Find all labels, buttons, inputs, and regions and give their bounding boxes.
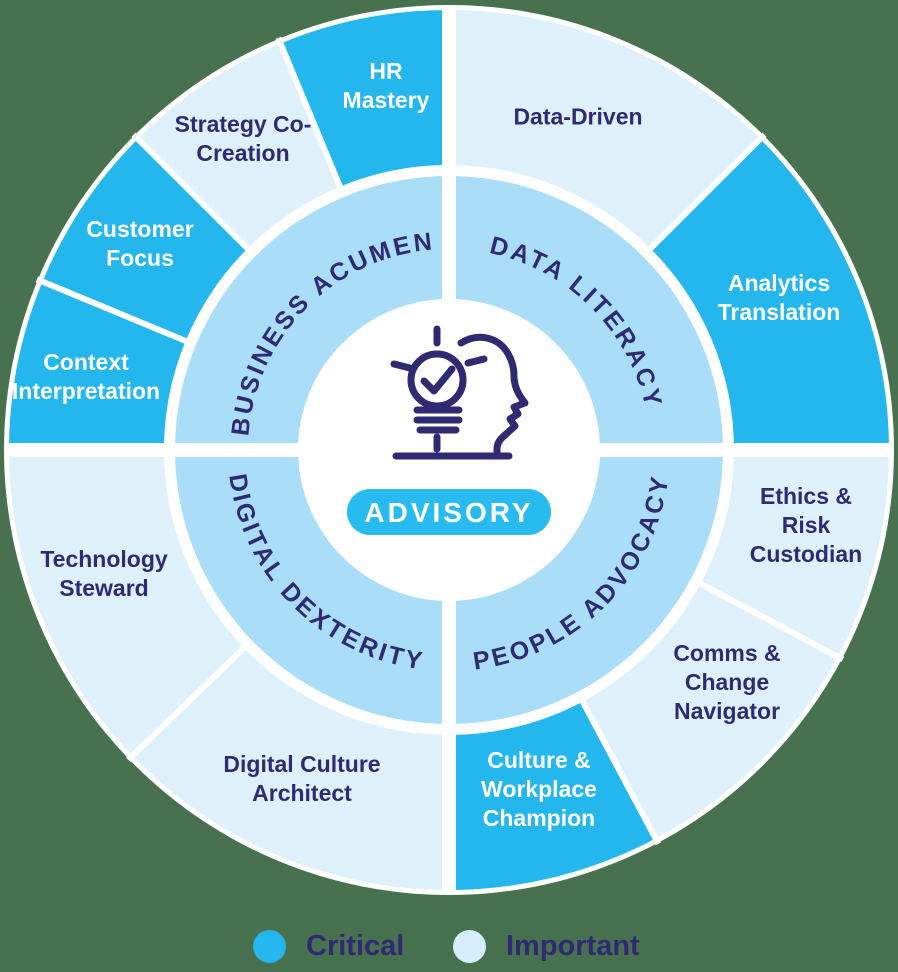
legend-dot-important-icon bbox=[453, 930, 486, 963]
segment-comms-change-navigator bbox=[582, 583, 838, 839]
legend: Critical Important bbox=[0, 930, 898, 970]
legend-label-important: Important bbox=[506, 930, 640, 962]
outer-ring-segments bbox=[8, 10, 890, 891]
segment-label-digital-culture-architect: Digital Culture Architect bbox=[223, 750, 381, 806]
segment-divider bbox=[126, 643, 249, 762]
advisory-pill-label: ADVISORY bbox=[364, 497, 533, 528]
segment-dividers bbox=[35, 36, 845, 846]
segment-label-culture-workplace-champion: Culture & Workplace Champion bbox=[481, 747, 597, 832]
segment-digital-culture-architect bbox=[132, 648, 449, 890]
quadrant-dividers bbox=[8, 9, 890, 891]
legend-dot-critical-icon bbox=[253, 930, 286, 963]
segment-label-technology-steward: Technology Steward bbox=[40, 545, 168, 601]
segment-label-context-interpretation: Context Interpretation bbox=[11, 348, 161, 404]
segment-strategy-co-creation bbox=[137, 43, 340, 249]
segment-label-analytics-translation: Analytics Translation bbox=[717, 269, 841, 325]
segment-label-strategy-co-creation: Strategy Co-Creation bbox=[174, 110, 312, 166]
segment-label-data-driven: Data-Driven bbox=[513, 103, 643, 130]
legend-label-critical: Critical bbox=[306, 930, 405, 962]
segment-analytics-translation bbox=[650, 138, 889, 450]
segment-divider bbox=[131, 132, 253, 254]
wheel-svg: BUSINESS ACUMEN DATA LITERACY DIGITAL DE… bbox=[4, 5, 894, 895]
segment-data-driven bbox=[449, 10, 761, 249]
segment-customer-focus bbox=[42, 138, 248, 341]
segment-label-ethics-risk-custodian: Ethics & Risk Custodian bbox=[749, 483, 863, 568]
segment-label-hr-mastery: HR Mastery bbox=[342, 57, 430, 113]
segment-culture-workplace-champion bbox=[449, 701, 656, 891]
advisory-pill bbox=[347, 489, 551, 535]
segment-divider bbox=[695, 579, 845, 663]
head-lightbulb-check-icon bbox=[390, 325, 529, 460]
segment-divider bbox=[578, 696, 662, 846]
segment-technology-steward bbox=[9, 450, 244, 756]
segment-divider bbox=[275, 36, 345, 192]
segment-label-customer-focus: Customer Focus bbox=[86, 215, 194, 271]
segment-ethics-risk-custodian bbox=[700, 450, 890, 657]
segment-divider bbox=[645, 132, 767, 254]
legend-item-critical: Critical bbox=[253, 930, 404, 963]
segment-label-comms-change-navigator: Comms & Change Navigator bbox=[673, 640, 781, 725]
segment-divider bbox=[35, 276, 191, 346]
legend-item-important: Important bbox=[453, 930, 640, 963]
